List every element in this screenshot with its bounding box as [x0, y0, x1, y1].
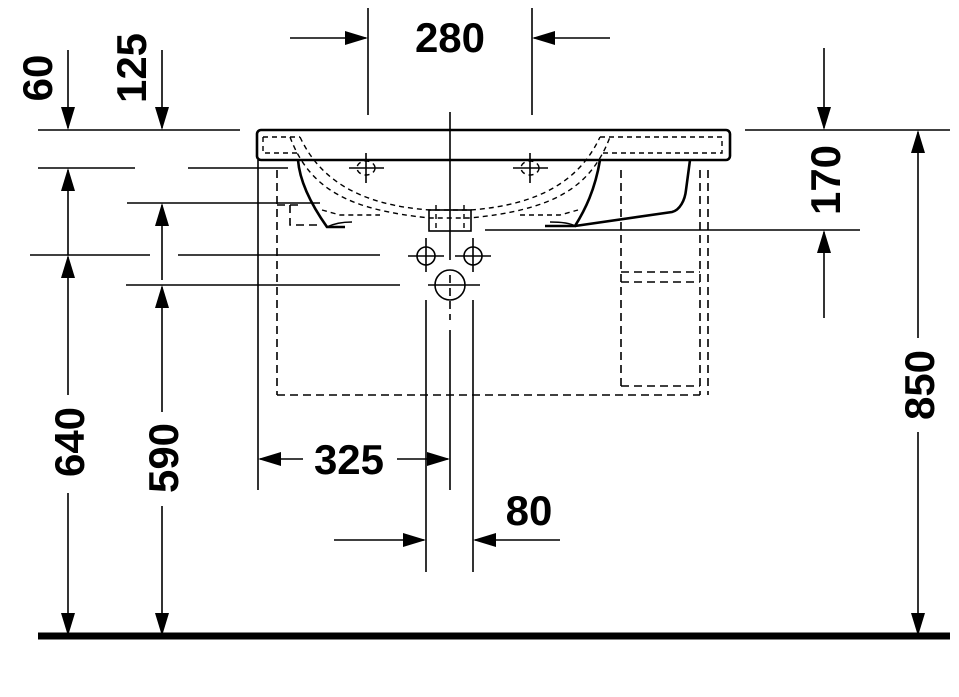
dim-850: 850 — [896, 130, 943, 636]
label-60: 60 — [14, 55, 61, 102]
dim-280: 280 — [290, 14, 610, 61]
label-170: 170 — [802, 145, 849, 215]
label-640: 640 — [46, 407, 93, 477]
dim-80: 80 — [334, 487, 560, 547]
waste-connection — [428, 269, 480, 301]
dim-60: 60 — [14, 50, 75, 255]
extension-lines — [30, 8, 950, 572]
basin-outline — [255, 128, 732, 232]
dim-590: 590 — [140, 285, 187, 636]
label-125: 125 — [108, 33, 155, 103]
label-280: 280 — [415, 14, 485, 61]
supply-connections — [408, 238, 491, 272]
label-590: 590 — [140, 423, 187, 493]
label-325: 325 — [314, 436, 384, 483]
label-850: 850 — [896, 350, 943, 420]
dim-640: 640 — [46, 255, 93, 636]
dim-170: 170 — [802, 48, 849, 318]
tap-hole-right — [513, 153, 548, 183]
dim-325: 325 — [258, 436, 450, 483]
tap-hole-left — [349, 153, 384, 183]
vanity-unit-dashed — [276, 170, 709, 396]
label-80: 80 — [506, 487, 553, 534]
dim-125: 125 — [108, 33, 169, 280]
